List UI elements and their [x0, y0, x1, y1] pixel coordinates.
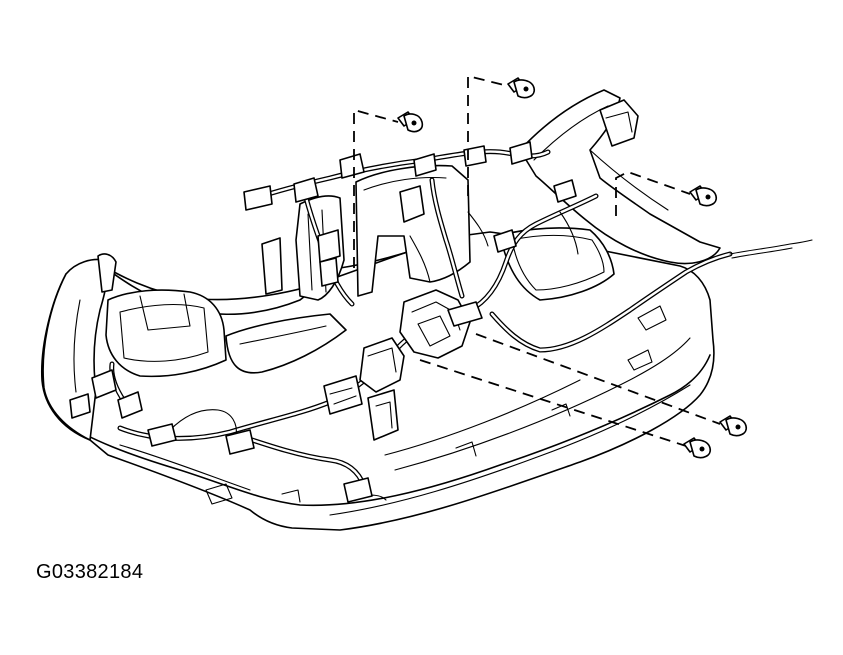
bolt-icon: [719, 415, 748, 437]
bolt-icon: [507, 77, 536, 99]
bolt-upper-center-assembly: [353, 108, 424, 268]
bolt-lower-right-b-assembly: [419, 359, 712, 459]
center-support-frame: [355, 164, 471, 297]
bolt-icon: [689, 185, 718, 207]
bolt-icon: [397, 111, 424, 133]
bolt-lower-right-a-assembly: [475, 333, 748, 437]
figure-id-label: G03382184: [36, 561, 144, 583]
bolt-icon: [683, 437, 712, 459]
connectors: [69, 141, 577, 503]
bolt-right-end-assembly: [615, 171, 718, 216]
right-end-bracket: [519, 89, 721, 265]
bolt-upper-right-assembly: [467, 74, 536, 196]
